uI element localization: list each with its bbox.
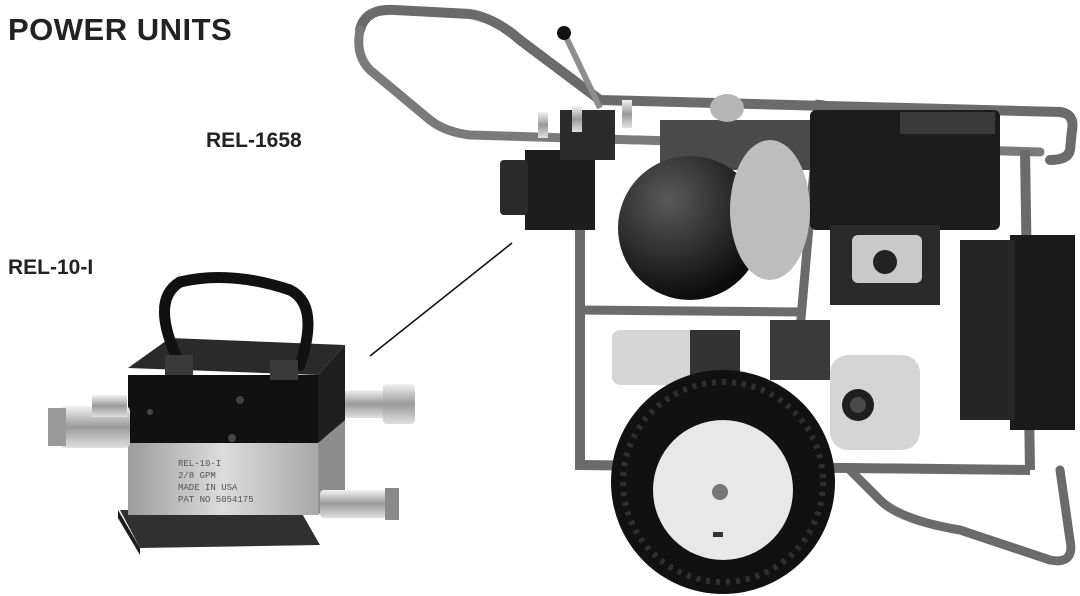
engraving-line-4: PAT NO 5054175 xyxy=(178,495,254,505)
reservoir-tank xyxy=(618,156,762,300)
pointer-line xyxy=(369,242,513,357)
power-unit-rel-1658 xyxy=(354,4,1078,594)
carry-handle xyxy=(159,272,314,371)
engraving-line-1: REL-10-I xyxy=(178,459,221,469)
recoil-cover xyxy=(830,355,920,450)
label-rel-10-i: REL-10-I xyxy=(8,256,94,279)
power-unit-rel-10-i: REL-10-I 2/8 GPM MADE IN USA PAT NO 5054… xyxy=(48,272,415,555)
valve-body xyxy=(128,375,318,443)
engraving-line-2: 2/8 GPM xyxy=(178,471,216,481)
label-rel-1658: REL-1658 xyxy=(206,129,302,152)
engine-block xyxy=(810,110,1000,230)
frame-handle xyxy=(355,4,1078,165)
engraving-line-3: MADE IN USA xyxy=(178,483,238,493)
manifold-block xyxy=(128,440,318,515)
page-title: POWER UNITS xyxy=(8,12,233,47)
